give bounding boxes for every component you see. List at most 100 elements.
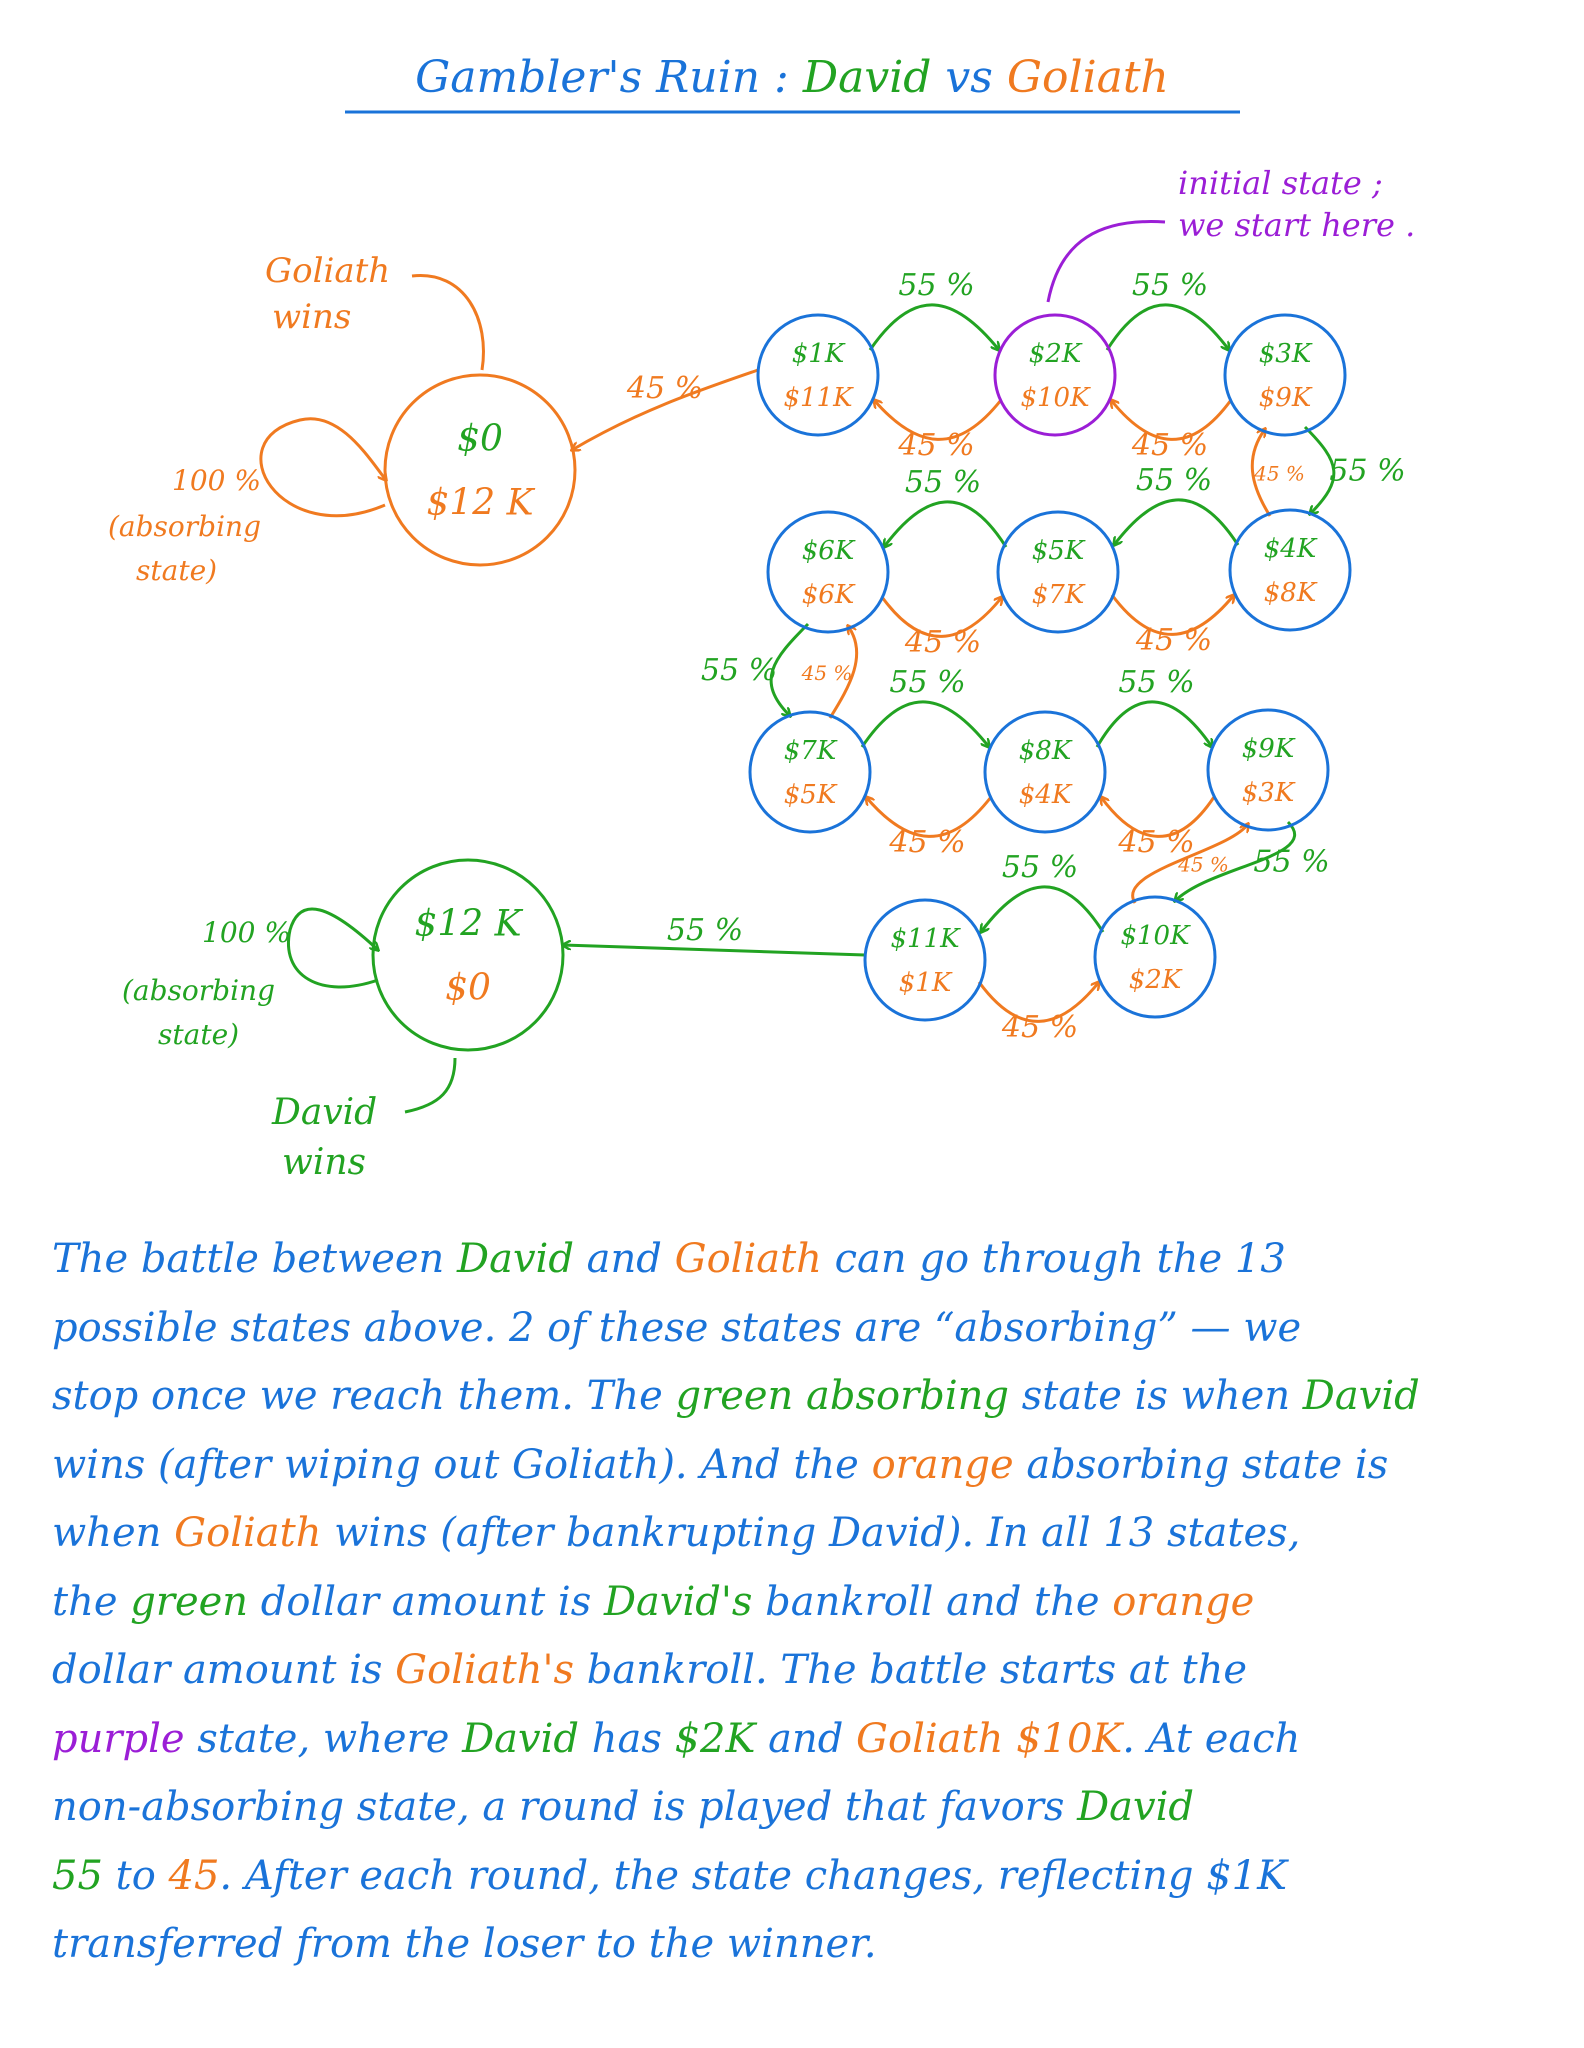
state-circle <box>1093 895 1217 1019</box>
arrow-win-5-6 <box>884 500 1008 547</box>
paragraph-segment: David <box>457 1236 574 1282</box>
paragraph-segment: David's <box>603 1578 753 1625</box>
arrow-lose-3-4 <box>1250 429 1272 517</box>
initial-state-pointer <box>1046 220 1166 303</box>
goliath-bankroll: $10K <box>1020 383 1091 413</box>
paragraph-segment: . At each <box>1122 1715 1301 1762</box>
absorbing-david-label-3: state) <box>158 1018 239 1051</box>
paragraph-line-7: purple state, where David has $2K and Go… <box>52 1705 1552 1774</box>
arrow-lose-1-2 <box>874 400 1003 441</box>
paragraph-segment: green <box>130 1578 249 1625</box>
paragraph-segment: state is when <box>1008 1373 1303 1419</box>
arrow-lose-10-11 <box>977 982 1099 1023</box>
label-lose-8-9: 45 % <box>1117 825 1194 860</box>
arrow-self-loop-goliath <box>259 417 386 518</box>
david-wins-label-1: David <box>271 1092 377 1133</box>
david-bankroll: $0 <box>457 419 503 460</box>
paragraph-segment: bankroll and the <box>752 1578 1113 1625</box>
paragraph-segment: Goliath <box>674 1236 822 1282</box>
paragraph-segment: can go through the 13 <box>821 1236 1286 1282</box>
label-win-8-9: 55 % <box>1118 665 1194 700</box>
label-win-9-10: 55 % <box>1253 845 1329 880</box>
david-wins-pointer <box>404 1057 457 1114</box>
paragraph-segment: green absorbing <box>675 1373 1009 1419</box>
state-node-2: $2K $10K <box>993 313 1117 437</box>
label-lose-1-2: 45 % <box>897 428 974 463</box>
goliath-bankroll: $4K <box>1019 780 1073 810</box>
goliath-bankroll: $9K <box>1259 383 1313 413</box>
state-node-4: $4K$8K <box>1228 508 1352 632</box>
state-circle <box>1223 313 1347 437</box>
absorbing-goliath-label-1: 100 % <box>172 464 261 497</box>
arrow-lose-4-5 <box>1110 595 1234 636</box>
goliath-bankroll: $7K <box>1032 580 1086 610</box>
arrow-win-1-2 <box>868 303 999 350</box>
paragraph-segment: Goliath's <box>395 1647 574 1693</box>
paragraph-segment: transferred from the loser to the winner… <box>52 1921 877 1967</box>
state-circle <box>996 510 1120 634</box>
arrow-win-6-7 <box>769 622 810 716</box>
paragraph-segment <box>1003 1716 1016 1762</box>
paragraph-line-0: The battle between David and Goliath can… <box>52 1225 1552 1294</box>
paragraph-segment: $2K <box>674 1715 756 1762</box>
paragraph-line-1: possible states above. 2 of these states… <box>52 1294 1552 1363</box>
state-circle <box>1206 708 1330 832</box>
paragraph-segment: the <box>52 1578 131 1625</box>
label-lose-7-8: 45 % <box>888 825 965 860</box>
david-bankroll: $10K <box>1120 921 1191 951</box>
paragraph-segment: has <box>579 1715 675 1762</box>
label-lose-6-7: 45 % <box>801 661 853 685</box>
label-win-2-3: 55 % <box>1132 268 1208 303</box>
paragraph-segment: bankroll. The battle starts at the <box>574 1647 1248 1693</box>
goliath-bankroll: $0 <box>445 968 491 1009</box>
state-circle <box>1228 508 1352 632</box>
arrow-win-8-9 <box>1095 700 1212 747</box>
label-win-3-4: 55 % <box>1329 454 1405 489</box>
goliath-wins-pointer <box>411 274 485 371</box>
paragraph-line-6: dollar amount is Goliath's bankroll. The… <box>52 1636 1552 1705</box>
david-bankroll: $4K <box>1264 534 1318 564</box>
david-bankroll: $2K <box>1029 339 1083 369</box>
state-nodes: $0$12 K$1K$11K$2K$10K$3K$9K$4K$8K$5K$7K$… <box>371 313 1352 1052</box>
paragraph-segment: Goliath <box>856 1715 1004 1762</box>
arrow-lose-6-7 <box>828 626 859 719</box>
goliath-bankroll: $2K <box>1129 965 1183 995</box>
state-node-7: $7K$5K <box>748 710 872 834</box>
arrow-win-3-4 <box>1303 425 1336 514</box>
goliath-bankroll: $11K <box>783 383 854 413</box>
arrow-win-11-12 <box>563 945 866 957</box>
david-bankroll: $7K <box>784 736 838 766</box>
paragraph-segment: dollar amount is <box>248 1578 604 1625</box>
david-bankroll: $8K <box>1019 736 1073 766</box>
paragraph-line-9: 55 to 45. After each round, the state ch… <box>52 1842 1552 1911</box>
paragraph-segment: Goliath <box>174 1510 322 1556</box>
state-node-5: $5K$7K <box>996 510 1120 634</box>
david-bankroll: $1K <box>792 339 846 369</box>
label-lose-4-5: 45 % <box>1135 623 1212 658</box>
state-node-8: $8K$4K <box>983 710 1107 834</box>
david-bankroll: $9K <box>1242 734 1296 764</box>
goliath-bankroll: $8K <box>1264 578 1318 608</box>
label-lose-10-11: 45 % <box>1001 1010 1078 1045</box>
paragraph-segment: purple <box>52 1715 185 1762</box>
david-bankroll: $12 K <box>414 904 523 945</box>
state-node-1: $1K $11K <box>756 313 880 437</box>
goliath-bankroll: $1K <box>899 968 953 998</box>
paragraph-segment: and <box>573 1236 675 1282</box>
arrow-lose-5-6 <box>880 597 1002 638</box>
label-win-5-6: 55 % <box>905 465 981 500</box>
absorbing-goliath-label-3: state) <box>136 554 217 587</box>
absorbing-david-label-2: (absorbing <box>122 974 275 1007</box>
arrow-self-loop-david <box>287 907 378 989</box>
paragraph-segment: orange <box>871 1441 1014 1488</box>
absorbing-david-label-1: 100 % <box>202 916 291 949</box>
paragraph-segment: non-absorbing state, a round is played t… <box>52 1784 1078 1830</box>
label-lose-2-3: 45 % <box>1131 428 1208 463</box>
david-bankroll: $11K <box>890 924 961 954</box>
paragraph-segment: absorbing state is <box>1013 1441 1389 1488</box>
arrow-win-7-8 <box>860 700 989 747</box>
state-circle <box>766 510 890 634</box>
initial-state-label-2: we start here . <box>1178 206 1415 244</box>
state-circle <box>748 710 872 834</box>
arrow-win-9-10 <box>1175 820 1297 901</box>
